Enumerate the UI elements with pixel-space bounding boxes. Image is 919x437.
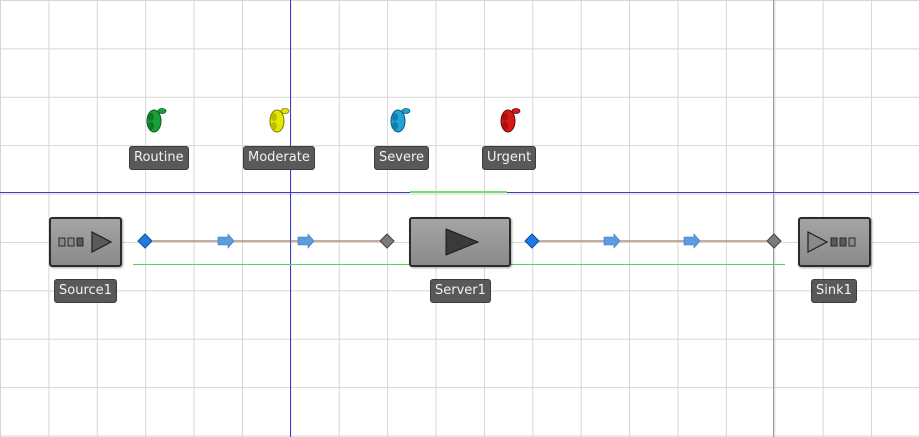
entity-figure-icon [146, 108, 167, 133]
source-icon [58, 231, 113, 253]
entity-figure-icon [269, 108, 290, 133]
output-node-server[interactable] [524, 233, 540, 249]
entity-urgent[interactable] [494, 104, 524, 140]
entity-figure-icon [500, 108, 521, 133]
sink-label: Sink1 [811, 279, 857, 303]
entity-figure-icon [390, 108, 411, 133]
source-object[interactable] [49, 217, 122, 267]
input-node-sink[interactable] [766, 233, 782, 249]
entity-routine[interactable] [140, 104, 170, 140]
server-object[interactable] [409, 217, 511, 267]
entity-label-severe: Severe [374, 146, 429, 170]
entity-severe[interactable] [384, 104, 414, 140]
vertical-guide-line [773, 0, 774, 437]
direction-arrow [603, 233, 621, 249]
direction-arrow [683, 233, 701, 249]
entity-label-routine: Routine [129, 146, 189, 170]
entity-label-urgent: Urgent [482, 146, 537, 170]
direction-arrow [217, 233, 235, 249]
entity-label-moderate: Moderate [243, 146, 315, 170]
server-label: Server1 [430, 279, 491, 303]
source-label: Source1 [54, 279, 117, 303]
play-icon [445, 228, 480, 256]
direction-arrow [297, 233, 315, 249]
output-node-source[interactable] [137, 233, 153, 249]
input-node-server[interactable] [379, 233, 395, 249]
sink-object[interactable] [798, 217, 871, 267]
sink-icon [807, 231, 856, 253]
vertical-axis-line [290, 0, 291, 437]
entity-moderate[interactable] [263, 104, 293, 140]
selection-highlight-top [410, 191, 507, 193]
